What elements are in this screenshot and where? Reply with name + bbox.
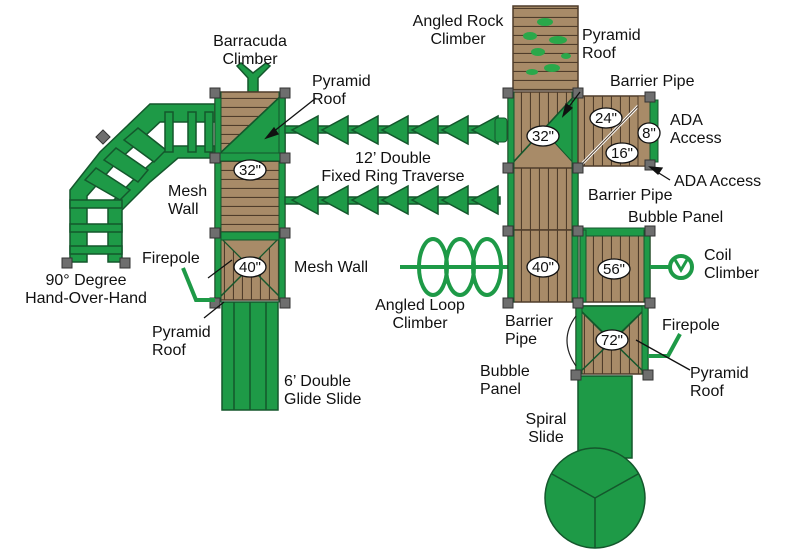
right-tower-middle xyxy=(507,167,579,231)
traverse-end-cap xyxy=(494,117,508,143)
ring-traverse xyxy=(284,114,501,216)
angled-loop-climber xyxy=(400,237,508,297)
height-right-bottom: 72" xyxy=(601,332,623,349)
height-ada-upper: 24" xyxy=(595,110,617,127)
height-ada-step: 8" xyxy=(642,125,656,142)
label-firepole-left: Firepole xyxy=(142,250,200,267)
ladder-end-posts xyxy=(61,129,131,269)
glide-slide xyxy=(221,301,279,411)
spiral-slide xyxy=(544,375,646,549)
height-ada-lower: 16" xyxy=(611,145,633,162)
hand-over-hand-ladder xyxy=(69,103,216,263)
coil-climber xyxy=(650,254,694,280)
firepole-right xyxy=(648,333,682,358)
height-right-top: 32" xyxy=(532,128,554,145)
bubble-panel-bottom xyxy=(566,315,577,367)
pointer-lines xyxy=(203,91,691,371)
height-right-mid: 40" xyxy=(532,259,554,276)
left-tower-posts xyxy=(209,87,291,309)
height-left-top: 32" xyxy=(239,162,261,179)
height-left-bottom: 40" xyxy=(239,259,261,276)
right-tower-posts xyxy=(502,87,656,381)
label-mesh-wall-mid: Mesh Wall xyxy=(294,259,368,276)
firepole-left xyxy=(181,267,215,302)
label-firepole-right: Firepole xyxy=(662,317,720,334)
deck-heights: 32" 40" 32" 24" 16" 8" 40" 56" 72" xyxy=(233,107,661,351)
label-barrier-pipe-top: Barrier Pipe xyxy=(610,73,695,90)
height-right-mid-side: 56" xyxy=(603,261,625,278)
label-barrier-pipe-mid: Barrier Pipe xyxy=(588,187,673,204)
angled-rock-climber xyxy=(512,5,579,91)
label-bubble-panel-top: Bubble Panel xyxy=(628,209,723,226)
label-ada-access-arrow: ADA Access xyxy=(674,173,761,190)
barracuda-climber xyxy=(235,62,272,93)
